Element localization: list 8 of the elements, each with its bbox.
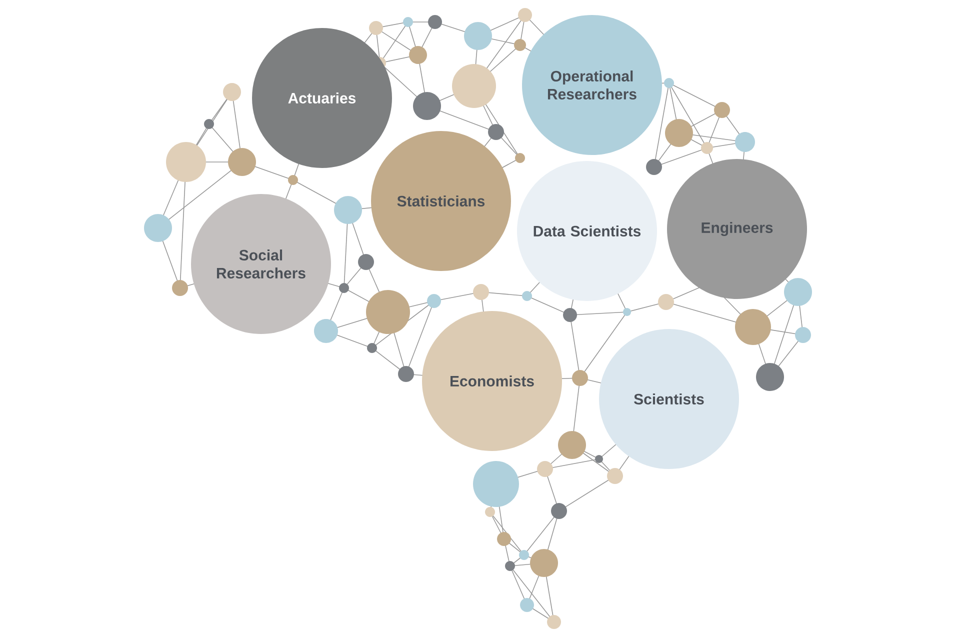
circle-node: Economists [422,311,562,451]
circle-node: Statisticians [371,131,511,271]
circle-node: Scientists [599,329,739,469]
circle-node: Social Researchers [191,194,331,334]
circle-node: Engineers [667,159,807,299]
circle-node: Data Scientists [517,161,657,301]
circle-node: Operational Researchers [522,15,662,155]
circle-node: Actuaries [252,28,392,168]
